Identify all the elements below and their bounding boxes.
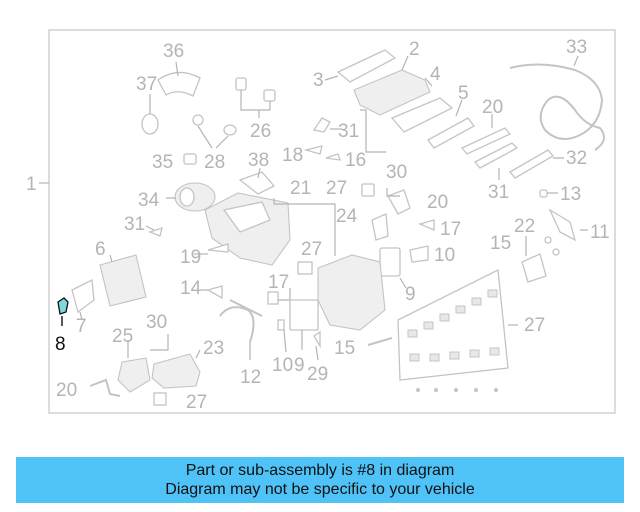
info-banner: Part or sub-assembly is #8 in diagram Di… [16, 457, 624, 503]
part-4 [390, 97, 454, 133]
part-label-p25: 25 [112, 326, 133, 347]
part-label-p16: 16 [345, 150, 366, 171]
part-label-p9a: 9 [405, 284, 416, 305]
part-label-p17b: 17 [268, 272, 289, 293]
part-label-p19: 19 [180, 247, 201, 268]
part-label-p22: 22 [514, 216, 535, 237]
part-label-p27b: 27 [301, 239, 322, 260]
duct-25 [117, 357, 151, 393]
part-label-p32: 32 [566, 148, 587, 169]
harness-33 [509, 63, 605, 151]
part-label-p31a: 31 [338, 121, 359, 142]
part-label-p10a: 10 [434, 245, 455, 266]
part-label-p13: 13 [560, 184, 581, 205]
duct-36 [157, 71, 201, 97]
part-label-p11: 11 [590, 222, 610, 243]
part-label-p28: 28 [204, 152, 225, 173]
banner-line-1: Part or sub-assembly is #8 in diagram [185, 462, 455, 479]
part-label-p30b: 30 [146, 312, 167, 333]
part-label-p3: 3 [313, 70, 324, 91]
part-label-p31c: 31 [124, 214, 145, 235]
part-label-p8: 8 [55, 334, 66, 355]
part-9-core [289, 299, 319, 331]
part-label-p34: 34 [138, 190, 160, 211]
part-label-p15b: 15 [334, 338, 355, 359]
part-label-p21: 21 [290, 178, 311, 199]
duct-23 [151, 353, 201, 389]
part-label-p38: 38 [248, 150, 269, 171]
part-label-p36: 36 [163, 41, 184, 62]
part-label-p24: 24 [336, 206, 358, 227]
part-label-p7: 7 [76, 316, 87, 337]
banner-line-2: Diagram may not be specific to your vehi… [165, 481, 475, 498]
evaporator-case [317, 254, 386, 331]
part-label-p6: 6 [95, 239, 106, 260]
part-label-p4: 4 [430, 64, 441, 85]
part-label-p10b: 10 [272, 355, 293, 376]
part-label-p2: 2 [409, 39, 420, 60]
part-label-p5: 5 [458, 83, 469, 104]
frame-label-1: 1 [26, 174, 37, 195]
highlighted-part-8 [57, 297, 69, 315]
part-label-p27c: 27 [524, 315, 545, 336]
part-label-p18: 18 [282, 145, 303, 166]
part-label-p27d: 27 [186, 392, 207, 413]
part-label-p20a: 20 [482, 97, 503, 118]
seal-37 [141, 113, 159, 135]
part-label-p23: 23 [203, 338, 224, 359]
part-label-p30a: 30 [386, 162, 407, 183]
part-label-p12: 12 [240, 367, 261, 388]
part-label-p29: 29 [307, 364, 328, 385]
heater-core-6 [99, 254, 147, 307]
part-label-p33: 33 [566, 37, 587, 58]
part-3 [336, 49, 397, 83]
part-label-p27a: 27 [326, 178, 347, 199]
part-label-p37: 37 [136, 74, 157, 95]
part-label-p20c: 20 [56, 380, 77, 401]
part-label-p35: 35 [152, 152, 173, 173]
part-label-p26: 26 [250, 121, 271, 142]
part-label-p20b: 20 [427, 192, 448, 213]
part-label-p9b: 9 [294, 355, 305, 376]
part-label-p14: 14 [180, 278, 202, 299]
part-5 [427, 117, 475, 149]
diagram-frame [48, 29, 616, 414]
part-label-p31b: 31 [488, 182, 509, 203]
part-label-p15a: 15 [490, 233, 511, 254]
part-label-p17a: 17 [440, 219, 461, 240]
